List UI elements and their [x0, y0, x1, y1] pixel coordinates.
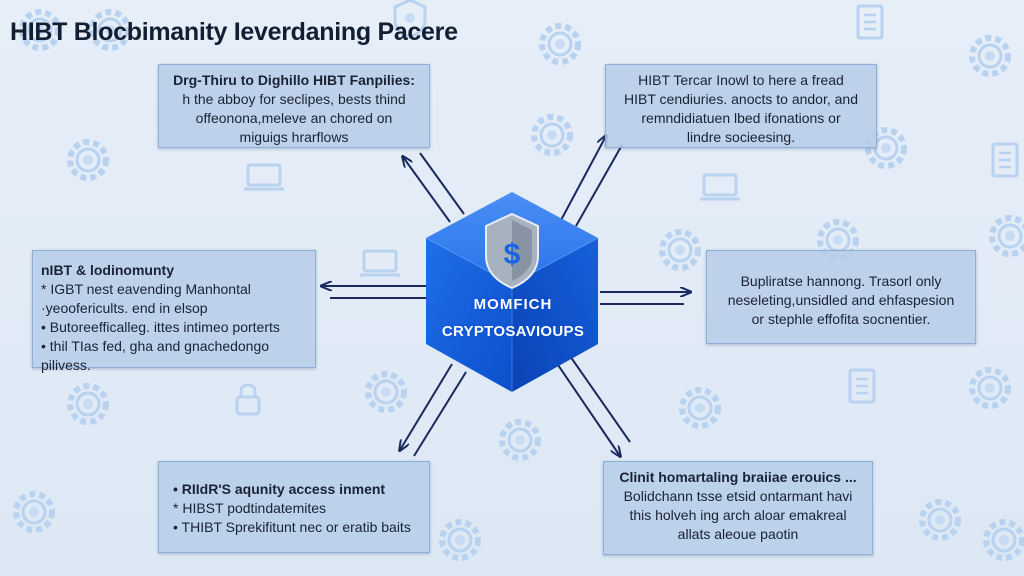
box-line: ·yeoofericults. end in elsop — [41, 300, 208, 316]
box-line: Drg-Thiru to Dighillo HIBT Fanpilies: — [173, 72, 415, 88]
box-line: this holveh ing arch aloar emakreal — [629, 507, 847, 523]
hub-label-line-2: CRYPTOSAVIOUPS — [441, 323, 585, 340]
box-line: remndidiatuen lbed ifonations or — [641, 110, 841, 126]
arrow-to-mid-left — [322, 286, 430, 299]
box-line: Bolidchann tsse etsid ontarmant havi — [623, 488, 853, 504]
box-line: nIBT & lodinomunty — [41, 262, 174, 278]
arrow-to-top-left — [403, 152, 465, 223]
box-mid-right: Bupliratse hannong. Trasorl only neselet… — [706, 250, 976, 344]
box-line: • THIBT Sprekifitunt nec or eratib baits — [173, 519, 411, 535]
arrow-to-bottom-right — [555, 355, 631, 456]
arrow-to-top-right — [559, 136, 623, 227]
hub-label: MOMFICH CRYPTOSAVIOUPS — [424, 296, 602, 340]
box-line: • Butoreefficalleg. ittes intimeo porter… — [41, 319, 280, 335]
box-line: h the abboy for seclipes, bests thind — [182, 91, 406, 107]
box-bottom-right: Clinit homartaling braiiae erouics ... B… — [603, 461, 873, 555]
hub-cube — [425, 192, 599, 392]
box-line: * HIBST podtindatemites — [173, 500, 327, 516]
box-line: • RIIdR'S aqunity access inment — [173, 481, 386, 497]
box-line: Clinit homartaling braiiae erouics ... — [619, 469, 857, 485]
arrow-to-mid-right — [600, 292, 690, 305]
box-line: pilivess. — [41, 357, 91, 373]
box-top-right: HIBT Tercar Inowl to here a fread HIBT c… — [605, 64, 877, 148]
box-line: or stephle effofita socnentier. — [751, 311, 931, 327]
box-line: lindre socieesing. — [686, 129, 796, 145]
box-line: neseleting,unsidled and ehfaspesion — [727, 292, 955, 308]
shield-icon: $ — [485, 212, 539, 290]
box-line: offeonona,meleve an chored on — [195, 110, 393, 126]
page-title: HIBT Blocbimanity Ieverdaning Pacere — [10, 18, 458, 46]
dollar-sign: $ — [504, 238, 521, 271]
box-line: HIBT cendiuries. anocts to andor, and — [624, 91, 858, 107]
hub-label-line-1: MOMFICH — [473, 296, 553, 313]
box-line: Bupliratse hannong. Trasorl only — [740, 273, 942, 289]
box-line: • thil TIas fed, gha and gnachedongo — [41, 338, 270, 354]
box-top-left: Drg-Thiru to Dighillo HIBT Fanpilies: h … — [158, 64, 430, 148]
box-line: * IGBT nest eavending Manhontal — [41, 281, 251, 297]
box-bottom-left: • RIIdR'S aqunity access inment * HIBST … — [158, 461, 430, 553]
box-line: miguigs hrarflows — [239, 129, 349, 145]
box-line: allats aleoue paotin — [677, 526, 799, 542]
box-mid-left: nIBT & lodinomunty * IGBT nest eavending… — [32, 250, 316, 373]
arrow-to-bottom-left — [400, 363, 467, 457]
box-line: HIBT Tercar Inowl to here a fread — [638, 72, 844, 88]
